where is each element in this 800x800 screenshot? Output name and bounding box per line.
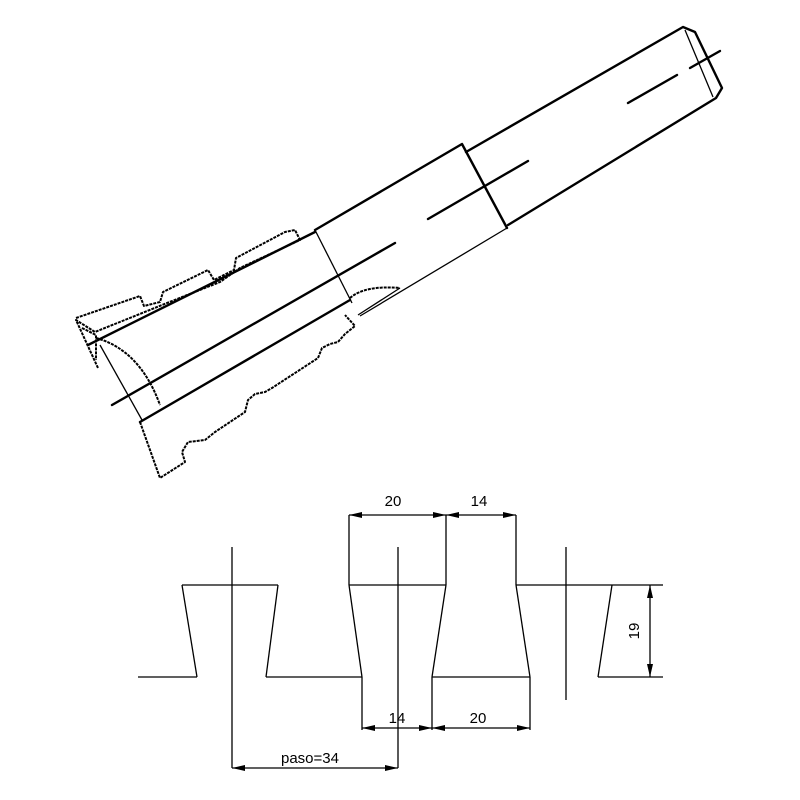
- axis-lines: [231, 547, 567, 768]
- dimension-lines: [232, 512, 653, 771]
- extension-lines: [348, 515, 663, 730]
- dim-bottom-right-width: 20: [470, 710, 487, 727]
- dim-depth: 19: [626, 623, 643, 640]
- centerline: [110, 49, 722, 407]
- profile-outline: [138, 584, 663, 678]
- dim-top-right-width: 14: [471, 493, 488, 510]
- dim-top-left-width: 20: [385, 493, 402, 510]
- cutter-tool: [75, 25, 724, 479]
- dovetail-profile: 20 14 14 20 paso=34 19: [138, 493, 663, 771]
- dim-pitch: paso=34: [281, 750, 339, 767]
- collar: [313, 142, 509, 317]
- cutter-body: [75, 229, 401, 479]
- shank: [464, 25, 724, 227]
- dim-bottom-left-width: 14: [389, 710, 406, 727]
